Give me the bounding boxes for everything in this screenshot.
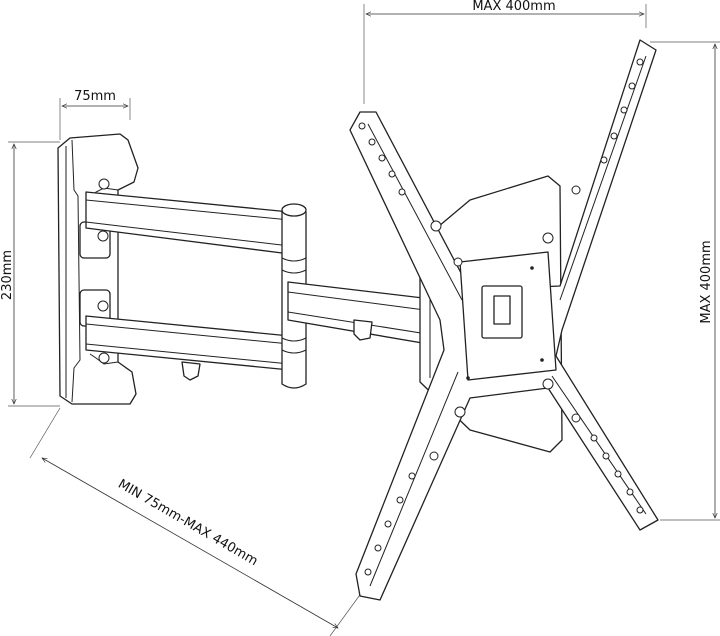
top-width-dimension: MAX 400mm [363,0,647,104]
mounting-holes [358,58,644,576]
lower-arm [85,315,291,381]
upper-arm [85,191,291,255]
wall-plate-height-dimension: 230mm [0,141,60,407]
wall-plate [57,133,139,405]
arm-extension-label: MIN 75mm-MAX 440mm [115,477,260,569]
right-height-dimension: MAX 400mm [650,41,720,521]
arm-extension-dimension: MIN 75mm-MAX 440mm [29,407,363,636]
tv-bracket [349,39,659,601]
wall-plate-height-label: 230mm [0,250,15,300]
wall-plate-width-label: 75mm [74,89,116,104]
wall-plate-width-dimension: 75mm [59,89,131,140]
top-width-label: MAX 400mm [472,0,555,14]
forearm [287,281,441,347]
right-height-label: MAX 400mm [699,240,714,323]
